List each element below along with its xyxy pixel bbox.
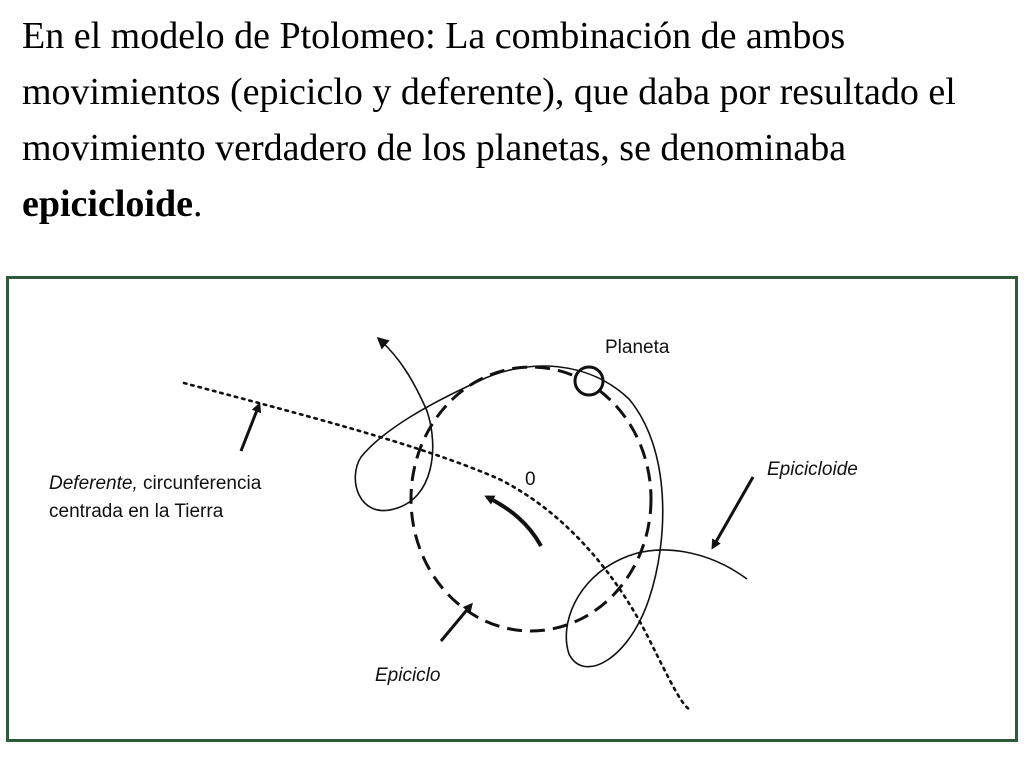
label-deferente: Deferente, circunferencia [49, 473, 262, 494]
rotation-arrow [484, 495, 543, 547]
intro-paragraph: En el modelo de Ptolomeo: La combinación… [22, 8, 1012, 232]
label-deferente-line2: centrada en la Tierra [49, 501, 224, 522]
epicycle-circle [409, 365, 653, 633]
deferent-curve [182, 381, 691, 711]
deferent-pointer-arrow [239, 402, 262, 452]
label-epiciclo: Epiciclo [375, 665, 440, 686]
ptolemy-diagram: Planeta 0 Deferente, circunferencia cent… [49, 336, 858, 711]
figure-frame: Planeta 0 Deferente, circunferencia cent… [6, 276, 1018, 742]
label-deferente-rest: circunferencia [138, 473, 262, 494]
label-epicicloide: Epicicloide [767, 459, 858, 480]
epicycloid-curve [354, 336, 748, 668]
label-deferente-italic: Deferente, [49, 473, 138, 494]
intro-period: . [192, 183, 203, 225]
epicycloid-pointer-arrow [711, 476, 755, 550]
intro-term-epicicloide: epicicloide [22, 183, 193, 225]
label-planeta: Planeta [605, 337, 670, 358]
epicycle-pointer-arrow [439, 602, 473, 642]
label-center-zero: 0 [525, 469, 536, 490]
intro-text: En el modelo de Ptolomeo: La combinación… [22, 15, 956, 169]
